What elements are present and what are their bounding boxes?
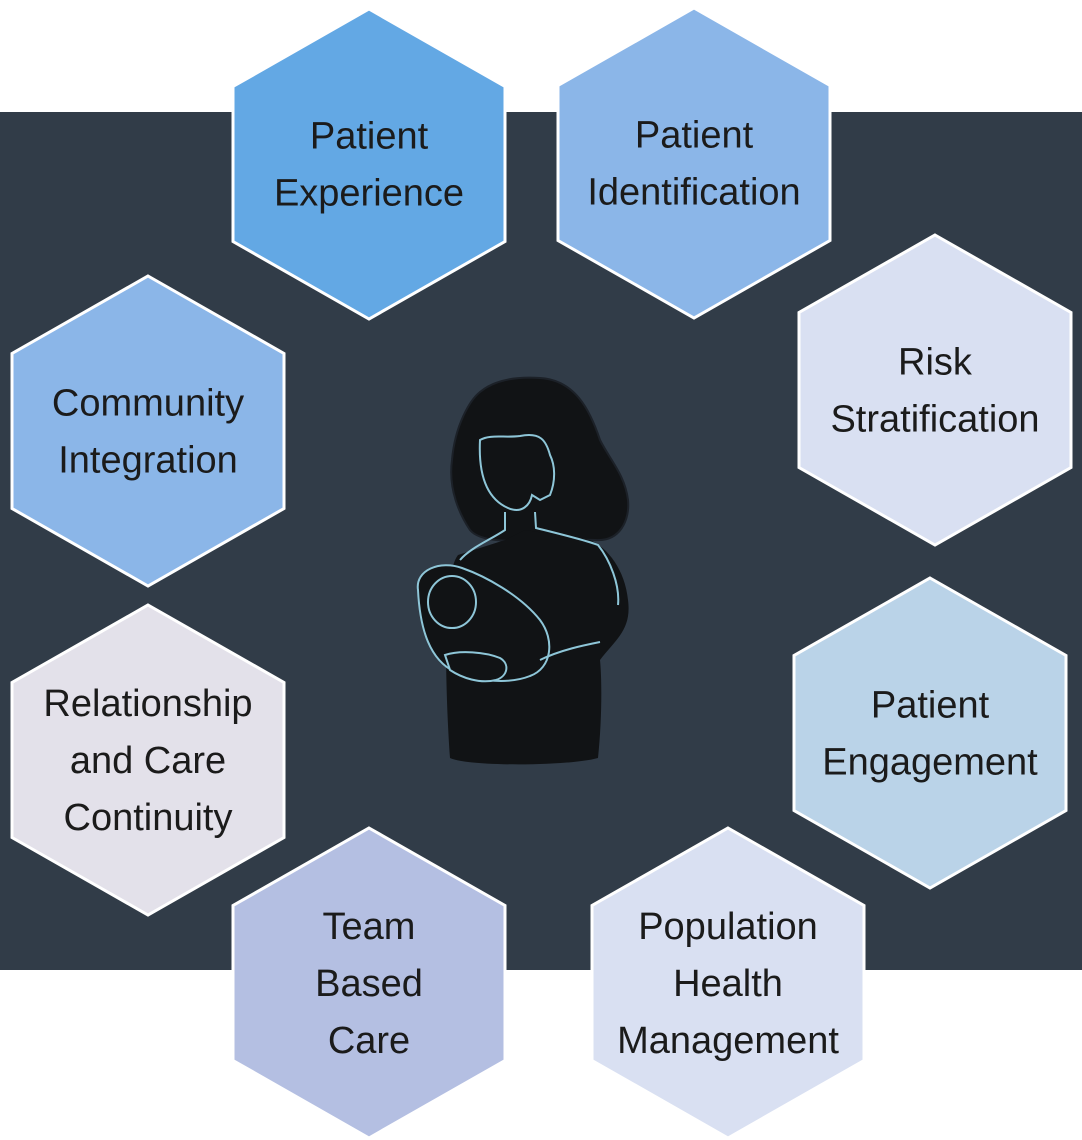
hexagon-label-line: Continuity <box>64 797 233 839</box>
hexagon-shape <box>792 576 1068 890</box>
hexagon-label-line: Relationship <box>43 683 252 725</box>
hexagon-shape <box>231 826 507 1140</box>
hexagon-label-line: Patient <box>635 115 754 157</box>
hexagon-label-line: Identification <box>587 172 800 214</box>
hexagon-label-line: Population <box>638 906 818 948</box>
hand-shape <box>443 651 508 683</box>
hexagon-label-line: Team <box>323 906 416 948</box>
hexagon-label-line: Engagement <box>822 742 1038 784</box>
hexagon-label-line: Integration <box>58 440 238 482</box>
hexagon-label-line: and Care <box>70 740 226 782</box>
hexagon-label-line: Community <box>52 383 244 425</box>
hexagon-shape <box>10 603 286 917</box>
head-shape <box>478 434 556 511</box>
hexagon-label-line: Patient <box>310 116 429 158</box>
hexagon-label-line: Health <box>673 963 783 1005</box>
hexagon-label-line: Based <box>315 963 423 1005</box>
arm-outline <box>539 641 601 661</box>
hexagon-label-line: Care <box>328 1020 410 1062</box>
hexagon-shape <box>556 6 832 320</box>
hexagon-label-line: Risk <box>898 342 973 384</box>
hexagon-group: PatientExperiencePatientIdentificationRi… <box>10 6 1073 1140</box>
mother-holding-baby-silhouette-icon <box>416 376 630 765</box>
hexagon-shape <box>797 233 1073 547</box>
hexagon-shape <box>231 7 507 321</box>
shoulder-outline <box>459 511 620 606</box>
hexagon-label-line: Experience <box>274 173 464 215</box>
hexagon-label-line: Patient <box>871 685 990 727</box>
hexagon-label-line: Management <box>617 1020 839 1062</box>
hexagon-shape <box>10 274 286 588</box>
hexagon-label-line: Stratification <box>830 399 1039 441</box>
baby-head <box>427 575 477 629</box>
hexagon-shape <box>590 826 866 1140</box>
